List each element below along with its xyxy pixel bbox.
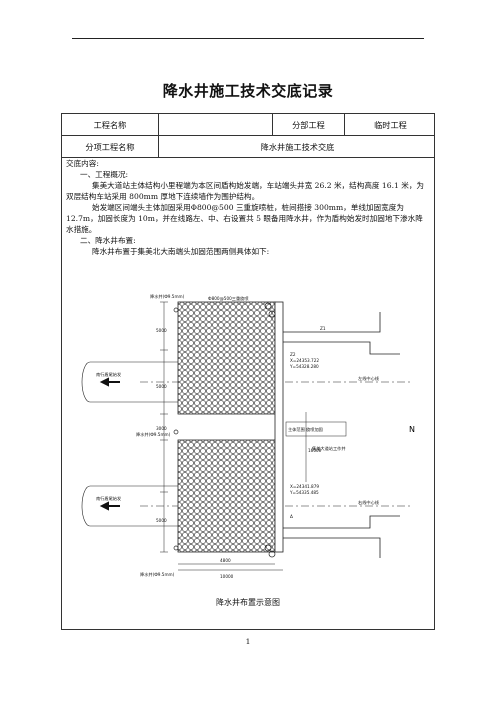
drawing-label: 左线中心线 (358, 375, 380, 382)
sub-project-label: 分部工程 (273, 114, 345, 135)
disclosure-table: 工程名称 分部工程 临时工程 分项工程名称 降水井施工技术交底 交底内容: 一、… (61, 113, 435, 630)
direction-arrow-icon (99, 501, 120, 511)
diaphragm-wall (274, 301, 284, 553)
header-rule (72, 38, 424, 39)
item-name-label: 分项工程名称 (62, 136, 159, 157)
well-layout-drawing: N 降水井(Ф9.5mm) Ф800@500三重旋喷 南行盾尾始发 南行盾尾始发… (81, 293, 415, 579)
section-heading: 二、降水井布置: (80, 236, 136, 245)
table-row: 分项工程名称 降水井施工技术交底 (62, 136, 434, 158)
drawing-label: Z2 (290, 352, 296, 357)
drawing-label: 主体范围 旋喷加固 (288, 426, 323, 433)
drawing-label: Ф800@500三重旋喷 (208, 295, 249, 302)
drawing-label: Y=54328.280 (289, 364, 319, 369)
project-name-value (159, 114, 273, 135)
dimension-label: 5000 (156, 328, 167, 333)
document-title: 降水井施工技术交底记录 (162, 82, 334, 100)
drawing-label: Y=54335.485 (289, 490, 319, 495)
drawing-label: X=24353.722 (290, 358, 319, 363)
well-circles (173, 302, 276, 558)
dimension-label: 3000 (156, 426, 167, 431)
drawing-label: 南行盾尾始发 (96, 371, 122, 378)
sub-project-value: 临时工程 (374, 119, 407, 130)
project-name-label: 工程名称 (62, 114, 159, 135)
table-row: 工程名称 分部工程 临时工程 (62, 114, 434, 136)
dimension-label: 5000 (156, 518, 167, 523)
drawing-label: X=24341.879 (290, 484, 319, 489)
jet-grout-zone-bottom (177, 439, 276, 553)
item-name-value: 降水井施工技术交底 (260, 141, 335, 152)
drawing-label: 降水井(Ф9.5mm) (150, 293, 185, 300)
dimension-label: 4800 (220, 558, 231, 563)
drawing-label: Δ (290, 514, 293, 519)
north-label: N (409, 425, 415, 434)
drawing-label: 南行盾尾始发 (96, 495, 122, 502)
section-heading: 一、工程概况: (80, 170, 129, 179)
page-number: 1 (245, 637, 251, 646)
dimension-label: 5000 (156, 384, 167, 389)
drawing-label: Z1 (320, 326, 326, 331)
direction-arrow-icon (99, 377, 120, 387)
drawing-label: 右线中心线 (358, 499, 380, 506)
dimension-label: 16000 (308, 448, 322, 453)
drawing-label: 降水井(Ф9.5mm) (140, 571, 175, 578)
paragraph: 降水井布置于集美北大南端头加固范围两侧具体如下: (92, 247, 270, 256)
content-heading: 交底内容: (66, 159, 99, 168)
figure-caption: 降水井布置示意图 (216, 598, 280, 607)
station-outline (283, 312, 400, 558)
jet-grout-zone-top (177, 301, 276, 415)
drawing-label: 降水井(Ф9.5mm) (136, 431, 171, 438)
paragraph: 始发端区间端头主体加固采用Φ800@500 三重旋喷桩，桩间搭接 300mm，单… (66, 203, 423, 234)
dimension-label: 10000 (220, 574, 234, 579)
disclosure-content: 交底内容: 一、工程概况: 集美大道站主体结构小里程端为本区间盾构始发端，车站端… (62, 158, 434, 257)
paragraph: 集美大道站主体结构小里程端为本区间盾构始发端，车站端头井宽 26.2 米，结构高… (66, 181, 425, 201)
drawing-label: 集美大道站工作井 (312, 445, 346, 452)
